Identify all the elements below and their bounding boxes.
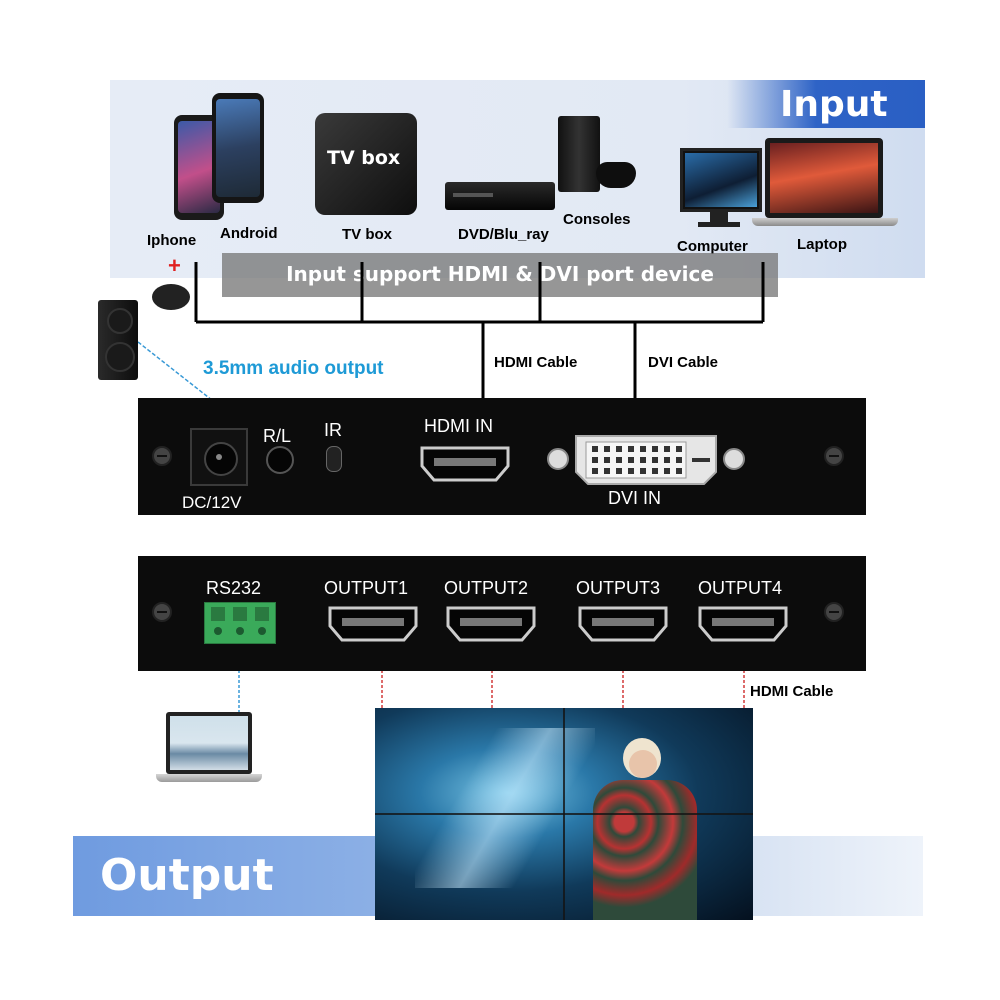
screw-icon [152, 446, 172, 466]
dvi-in-port[interactable] [542, 432, 750, 486]
tv-box-text: TV box [327, 147, 401, 169]
android-device-icon [212, 93, 264, 203]
game-console-icon [558, 116, 600, 192]
device-label-laptop: Laptop [797, 236, 847, 253]
input-banner-text: Input support HDMI & DVI port device [286, 262, 714, 286]
output4-label: OUTPUT4 [698, 578, 783, 598]
input-banner [222, 253, 778, 297]
device-label-consoles: Consoles [563, 211, 631, 228]
dvi-cable-label: DVI Cable [648, 354, 719, 371]
computer-base [698, 222, 740, 227]
output3-label: OUTPUT3 [576, 578, 661, 598]
laptop-icon [765, 138, 883, 218]
hdmi-in-label: HDMI IN [424, 416, 493, 436]
device-label-iphone: Iphone [147, 232, 197, 249]
output4-port[interactable] [698, 606, 788, 642]
ir-port[interactable] [326, 446, 342, 472]
input-device-panel: DC/12V R/L IR HDMI IN DVI IN [138, 398, 866, 515]
audio-jack[interactable] [266, 446, 294, 474]
screw-icon [824, 446, 844, 466]
hdmi-cable-label: HDMI Cable [494, 354, 578, 371]
device-label-dvd: DVD/Blu_ray [458, 226, 549, 243]
tv-box-icon: TV box [315, 113, 417, 215]
dvd-player-icon [445, 182, 555, 210]
dvi-in-label: DVI IN [608, 488, 662, 508]
device-label-tv-box: TV box [342, 226, 393, 243]
output3-port[interactable] [578, 606, 668, 642]
video-wall-performer [585, 736, 705, 920]
video-wall-display [375, 708, 753, 920]
output-device-panel: RS232 OUTPUT1 OUTPUT2 OUTPUT3 OUTPUT4 [138, 556, 866, 671]
screw-icon [824, 602, 844, 622]
dc-label: DC/12V [182, 493, 242, 512]
hdmi-dongle-icon [152, 284, 190, 310]
rs232-label: RS232 [206, 578, 262, 598]
hdmi-in-port[interactable] [420, 446, 510, 482]
input-title-background [727, 80, 925, 128]
hdmi-output-cable-label: HDMI Cable [750, 683, 834, 700]
rs232-terminal[interactable] [204, 602, 276, 644]
laptop-base [752, 218, 898, 226]
video-wall-seam-v [563, 708, 565, 920]
output2-port[interactable] [446, 606, 536, 642]
computer-stand [710, 209, 728, 223]
control-laptop-base [156, 774, 262, 782]
screw-icon [152, 602, 172, 622]
input-section-title: Input [780, 84, 888, 125]
video-wall-light-beams [415, 728, 595, 888]
ir-label: IR [324, 420, 342, 440]
plus-sign: + [168, 253, 181, 278]
output2-label: OUTPUT2 [444, 578, 529, 598]
output-section-title: Output [100, 850, 274, 901]
speaker-icon [98, 300, 138, 380]
device-label-android: Android [220, 225, 278, 242]
device-label-computer: Computer [677, 238, 748, 255]
output1-port[interactable] [328, 606, 418, 642]
rl-label: R/L [263, 426, 292, 446]
audio-output-label: 3.5mm audio output [203, 358, 384, 379]
control-laptop-icon [166, 712, 252, 774]
dc-power-jack[interactable] [190, 428, 248, 486]
gamepad-icon [596, 162, 636, 188]
output1-label: OUTPUT1 [324, 578, 409, 598]
